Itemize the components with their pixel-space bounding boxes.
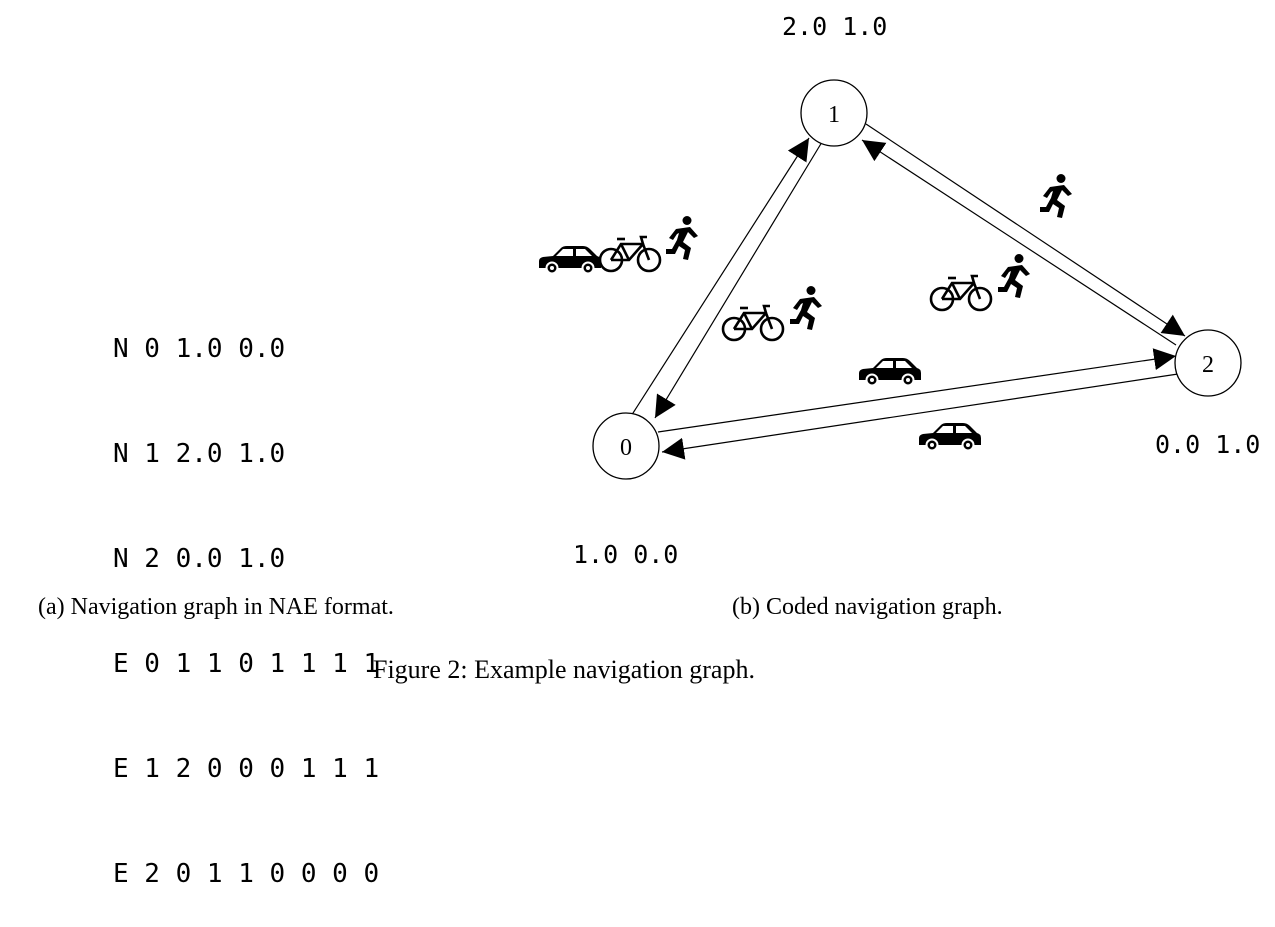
- edge-1-0: [654, 141, 823, 419]
- edge-0-2: [657, 348, 1177, 433]
- nae-line: E 1 2 0 0 0 1 1 1: [113, 754, 380, 784]
- car-icon: [858, 357, 922, 387]
- pedestrian-icon: [790, 286, 822, 330]
- nae-line: N 2 0.0 1.0: [113, 544, 286, 574]
- navigation-graph: 1 2 0: [538, 79, 1242, 480]
- nae-line: E 2 0 1 1 0 0 0 0: [113, 859, 380, 889]
- node-0: 0: [592, 412, 660, 480]
- bicycle-icon: [598, 235, 662, 273]
- node-2-coords: 0.0 1.0: [1155, 430, 1261, 459]
- node-2: 2: [1174, 329, 1242, 397]
- nae-line: E 0 1 1 0 1 1 1 1: [113, 649, 380, 679]
- edge-0-1: [625, 137, 810, 425]
- car-icon: [538, 245, 602, 275]
- edge-2-0: [661, 373, 1179, 460]
- edge-1-2: [865, 123, 1186, 337]
- pedestrian-icon: [1040, 174, 1072, 218]
- nae-line: N 0 1.0 0.0: [113, 334, 286, 364]
- node-0-label: 0: [620, 435, 632, 461]
- bicycle-icon: [929, 274, 993, 312]
- node-2-label: 2: [1202, 352, 1214, 378]
- node-1-label: 1: [828, 102, 840, 128]
- node-1: 1: [800, 79, 868, 147]
- edge-2-1: [861, 139, 1177, 346]
- caption-a: (a) Navigation graph in NAE format.: [38, 594, 394, 620]
- car-icon: [918, 422, 982, 452]
- pedestrian-icon: [998, 254, 1030, 298]
- node-0-coords: 1.0 0.0: [573, 540, 679, 569]
- nae-line: N 1 2.0 1.0: [113, 439, 286, 469]
- pedestrian-icon: [666, 216, 698, 260]
- figure-caption: Figure 2: Example navigation graph.: [373, 655, 755, 684]
- bicycle-icon: [721, 304, 785, 342]
- caption-b: (b) Coded navigation graph.: [732, 594, 1003, 620]
- node-1-coords: 2.0 1.0: [782, 12, 888, 41]
